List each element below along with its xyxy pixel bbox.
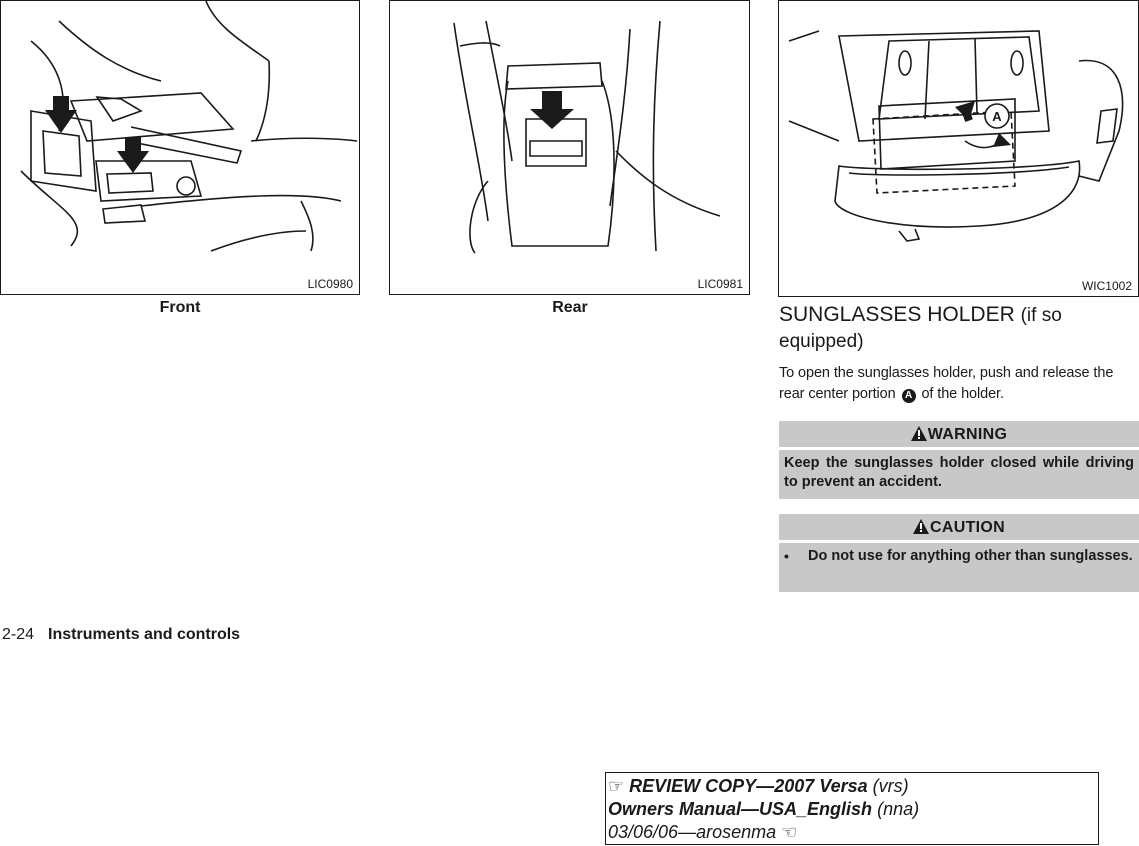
- caution-triangle-icon: [913, 519, 929, 534]
- list-item: • Do not use for anything other than sun…: [784, 547, 1134, 566]
- review-manual: Owners Manual—USA_English: [608, 799, 873, 819]
- pointing-hand-left-icon: ☜: [781, 822, 798, 842]
- callout-label: A: [992, 109, 1002, 124]
- figure-caption-front: Front: [159, 299, 201, 316]
- rear-armrest-illustration: [453, 20, 721, 254]
- callout-circle: [984, 103, 1010, 129]
- body-text-after: of the holder.: [921, 386, 1004, 402]
- review-manual-code: (nna): [877, 799, 920, 819]
- front-console-illustration: [20, 1, 358, 252]
- caution-body: • Do not use for anything other than sun…: [779, 543, 1139, 592]
- review-model-code: (vrs): [872, 776, 909, 796]
- down-arrow-icon: [45, 96, 77, 133]
- figure-sunglasses-holder: A WIC1002: [778, 0, 1139, 297]
- bullet: •: [784, 548, 789, 564]
- section-body: To open the sunglasses holder, push and …: [779, 363, 1139, 405]
- figure-code: WIC1002: [1081, 279, 1132, 293]
- section-title-main: SUNGLASSES HOLDER: [779, 303, 1015, 326]
- caution-heading: CAUTION: [779, 514, 1139, 540]
- curved-arrow-icon: [993, 133, 1011, 147]
- section-title: SUNGLASSES HOLDER (if so equipped): [779, 302, 1109, 354]
- figure-code: LIC0981: [697, 277, 743, 291]
- warning-body: Keep the sunglasses holder closed while …: [779, 450, 1139, 499]
- review-line-3: 03/06/06—arosenma ☜: [608, 821, 1098, 844]
- body-text-before: To open the sunglasses holder, push and …: [779, 365, 1114, 402]
- warning-triangle-icon: [910, 426, 927, 441]
- figure-front: LIC0980: [0, 0, 360, 295]
- down-arrow-icon: [530, 91, 574, 129]
- figure-caption-rear: Rear: [552, 299, 588, 316]
- review-line-2: Owners Manual—USA_English (nna): [608, 798, 1098, 821]
- review-label: REVIEW COPY—: [629, 776, 775, 796]
- section-title-paren: (if so equipped): [779, 305, 1062, 352]
- warning-heading-text: WARNING: [927, 426, 1008, 443]
- caution-item-text: Do not use for anything other than sungl…: [808, 548, 1133, 564]
- pointing-hand-icon: ☞: [608, 776, 625, 796]
- review-copy-box: ☞ REVIEW COPY—2007 Versa (vrs) Owners Ma…: [605, 772, 1099, 845]
- marker-a-icon: A: [901, 389, 916, 403]
- warning-heading: WARNING: [779, 421, 1139, 447]
- page-footer: 2-24 Instruments and controls: [2, 626, 240, 644]
- down-arrow-icon: [117, 137, 149, 173]
- up-arrow-icon: [955, 101, 975, 123]
- figure-rear: LIC0981: [389, 0, 750, 295]
- caution-heading-text: CAUTION: [930, 519, 1005, 536]
- review-line-1: ☞ REVIEW COPY—2007 Versa (vrs): [608, 775, 1098, 798]
- chapter-title: Instruments and controls: [48, 626, 241, 643]
- review-date-author: 03/06/06—arosenma: [608, 822, 777, 842]
- page-number: 2-24: [2, 626, 35, 643]
- review-model: 2007 Versa: [774, 776, 868, 796]
- overhead-console-illustration: A: [788, 30, 1124, 242]
- figure-code: LIC0980: [307, 277, 353, 291]
